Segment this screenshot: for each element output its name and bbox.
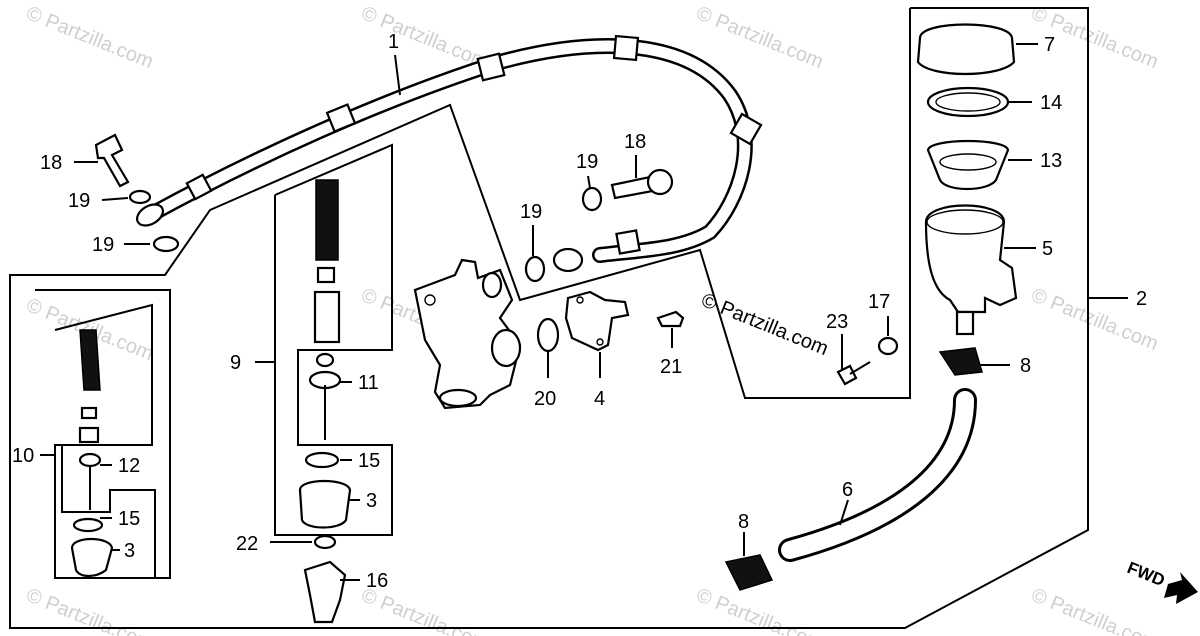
watermark-center: © Partzilla.com: [698, 289, 831, 360]
callout-19: 19: [68, 190, 90, 212]
fwd-label: FWD: [1125, 558, 1168, 590]
callout-18: 18: [624, 131, 646, 153]
brake-hose: [135, 34, 763, 273]
piston-kit-9: [298, 179, 352, 624]
callout-6: 6: [842, 479, 853, 501]
callout-4: 4: [594, 388, 605, 410]
callout-12: 12: [118, 455, 140, 477]
banjo-bolt-right: [610, 168, 674, 200]
screw: [836, 361, 871, 386]
o-ring: [536, 317, 560, 353]
callout-19: 19: [520, 201, 542, 223]
callout-13: 13: [1040, 150, 1062, 172]
reservoir-cap: [916, 23, 1016, 76]
callout-8: 8: [738, 511, 749, 533]
callout-3: 3: [366, 490, 377, 512]
diaphragm-plate: [926, 86, 1010, 118]
leader-lines: [74, 43, 1038, 581]
sealing-washers: [128, 186, 603, 283]
fwd-arrow-icon: [1164, 572, 1198, 604]
callout-20: 20: [534, 388, 556, 410]
callout-19: 19: [576, 151, 598, 173]
callout-15: 15: [118, 508, 140, 530]
callout-10: 10: [12, 445, 34, 467]
callout-9: 9: [230, 352, 241, 374]
diaphragm: [926, 139, 1010, 190]
callout-1: 1: [388, 31, 399, 53]
leader-1: [394, 54, 401, 96]
hose-clamp-bottom: [724, 554, 774, 591]
callout-2: 2: [1136, 288, 1147, 310]
reservoir-hose: [778, 388, 977, 562]
watermark: © Partzilla.com: [1028, 584, 1161, 636]
callout-5: 5: [1042, 238, 1053, 260]
callout-18: 18: [40, 152, 62, 174]
watermark: © Partzilla.com: [693, 2, 826, 73]
callout-17: 17: [868, 291, 890, 313]
callout-14: 14: [1040, 92, 1062, 114]
hose-clamp-top: [938, 347, 983, 376]
callout-7: 7: [1044, 34, 1055, 56]
piston-kit-10: [70, 329, 114, 578]
callout-8: 8: [1020, 355, 1031, 377]
assembly-2-outline: [9, 7, 1089, 629]
callout-22: 22: [236, 533, 258, 555]
callout-labels: 1 2 3 3 4 5 6 7 8 8 9 10 11 12 13 14 15 …: [12, 31, 1147, 592]
bleeder-cap: [877, 336, 899, 356]
callout-3: 3: [124, 540, 135, 562]
callout-23: 23: [826, 311, 848, 333]
watermark: © Partzilla.com: [23, 2, 156, 73]
callout-19: 19: [92, 234, 114, 256]
watermark: © Partzilla.com: [358, 2, 491, 73]
callout-16: 16: [366, 570, 388, 592]
assembly-9-outline: [274, 143, 393, 536]
bleeder-screw: [656, 310, 685, 328]
assembly-12-outline: [61, 445, 156, 578]
joint: [564, 290, 630, 352]
callout-11: 11: [358, 372, 379, 394]
master-cylinder-body: [413, 258, 522, 410]
banjo-bolt-left: [94, 133, 130, 188]
callout-21: 21: [660, 356, 682, 378]
forward-direction-indicator: FWD: [1125, 558, 1198, 604]
reservoir: [924, 204, 1018, 336]
callout-15: 15: [358, 450, 380, 472]
assembly-outlines: [9, 7, 1128, 629]
